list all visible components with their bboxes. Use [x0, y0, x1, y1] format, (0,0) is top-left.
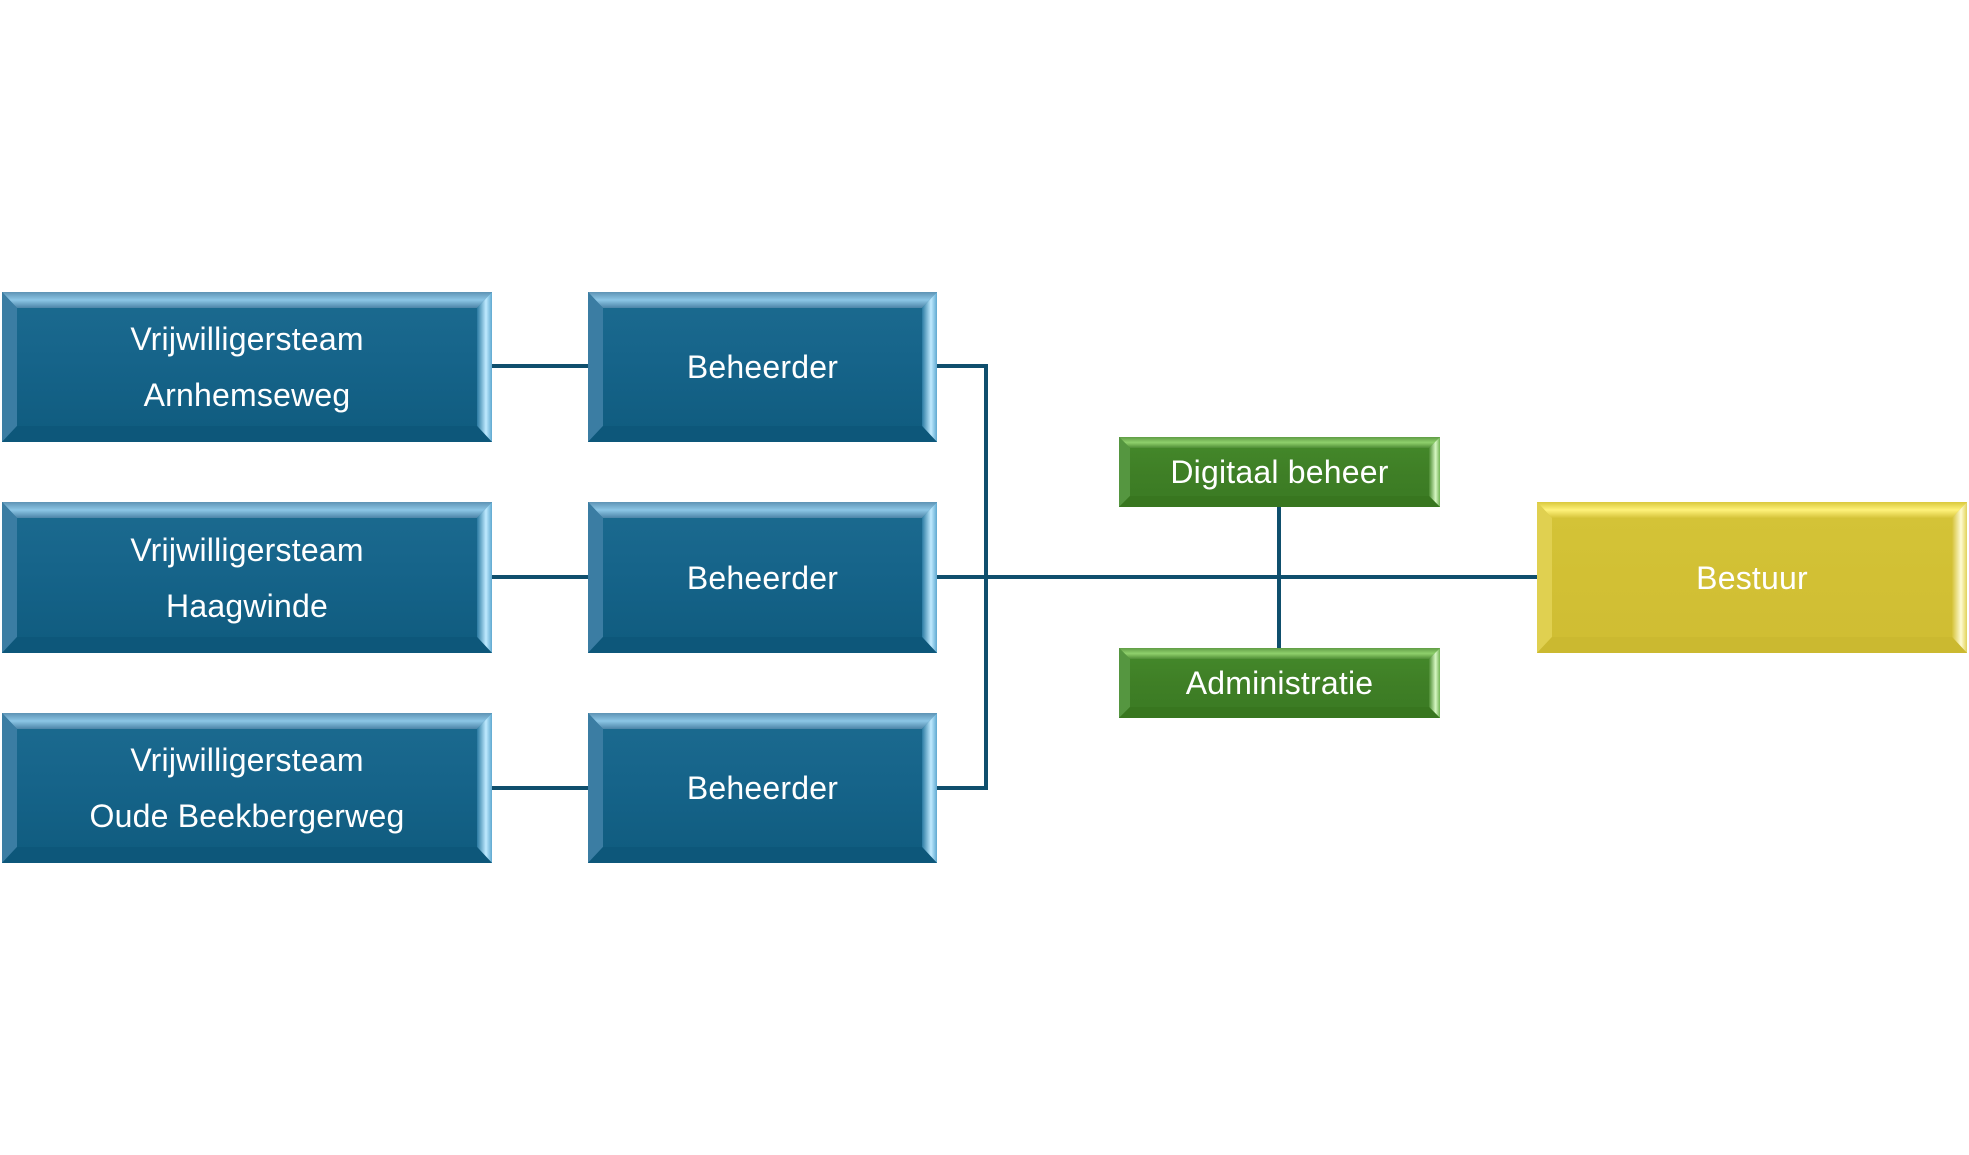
connector-support-vertical — [1277, 507, 1281, 648]
connector-manager3-stub — [937, 786, 987, 790]
team-name-line1: Vrijwilligersteam — [130, 742, 364, 778]
connector-team1-manager1 — [492, 364, 588, 368]
support-label: Administratie — [1185, 665, 1374, 701]
support-label: Digitaal beheer — [1170, 454, 1389, 490]
manager-box-2[interactable]: Beheerder — [588, 502, 937, 653]
team-box-oude-beekbergerweg[interactable]: Vrijwilligersteam Oude Beekbergerweg — [2, 713, 492, 863]
team-box-arnhemseweg[interactable]: Vrijwilligersteam Arnhemseweg — [2, 292, 492, 442]
manager-box-3[interactable]: Beheerder — [588, 713, 937, 863]
connector-team2-manager2 — [492, 575, 588, 579]
board-box-bestuur[interactable]: Bestuur — [1537, 502, 1967, 653]
team-name-line2: Arnhemseweg — [143, 377, 351, 413]
manager-label: Beheerder — [686, 770, 839, 806]
manager-box-1[interactable]: Beheerder — [588, 292, 937, 442]
team-name-line1: Vrijwilligersteam — [130, 321, 364, 357]
board-label: Bestuur — [1696, 559, 1808, 596]
team-name-line2: Oude Beekbergerweg — [89, 798, 405, 834]
connector-main-trunk — [937, 575, 1537, 579]
team-name-line1: Vrijwilligersteam — [130, 531, 364, 568]
support-box-digitaal-beheer[interactable]: Digitaal beheer — [1119, 437, 1440, 507]
connector-manager1-stub — [937, 364, 987, 368]
manager-label: Beheerder — [686, 559, 839, 596]
support-box-administratie[interactable]: Administratie — [1119, 648, 1440, 718]
manager-label: Beheerder — [686, 349, 839, 385]
team-box-haagwinde[interactable]: Vrijwilligersteam Haagwinde — [2, 502, 492, 653]
connector-team3-manager3 — [492, 786, 588, 790]
team-name-line2: Haagwinde — [166, 587, 328, 624]
